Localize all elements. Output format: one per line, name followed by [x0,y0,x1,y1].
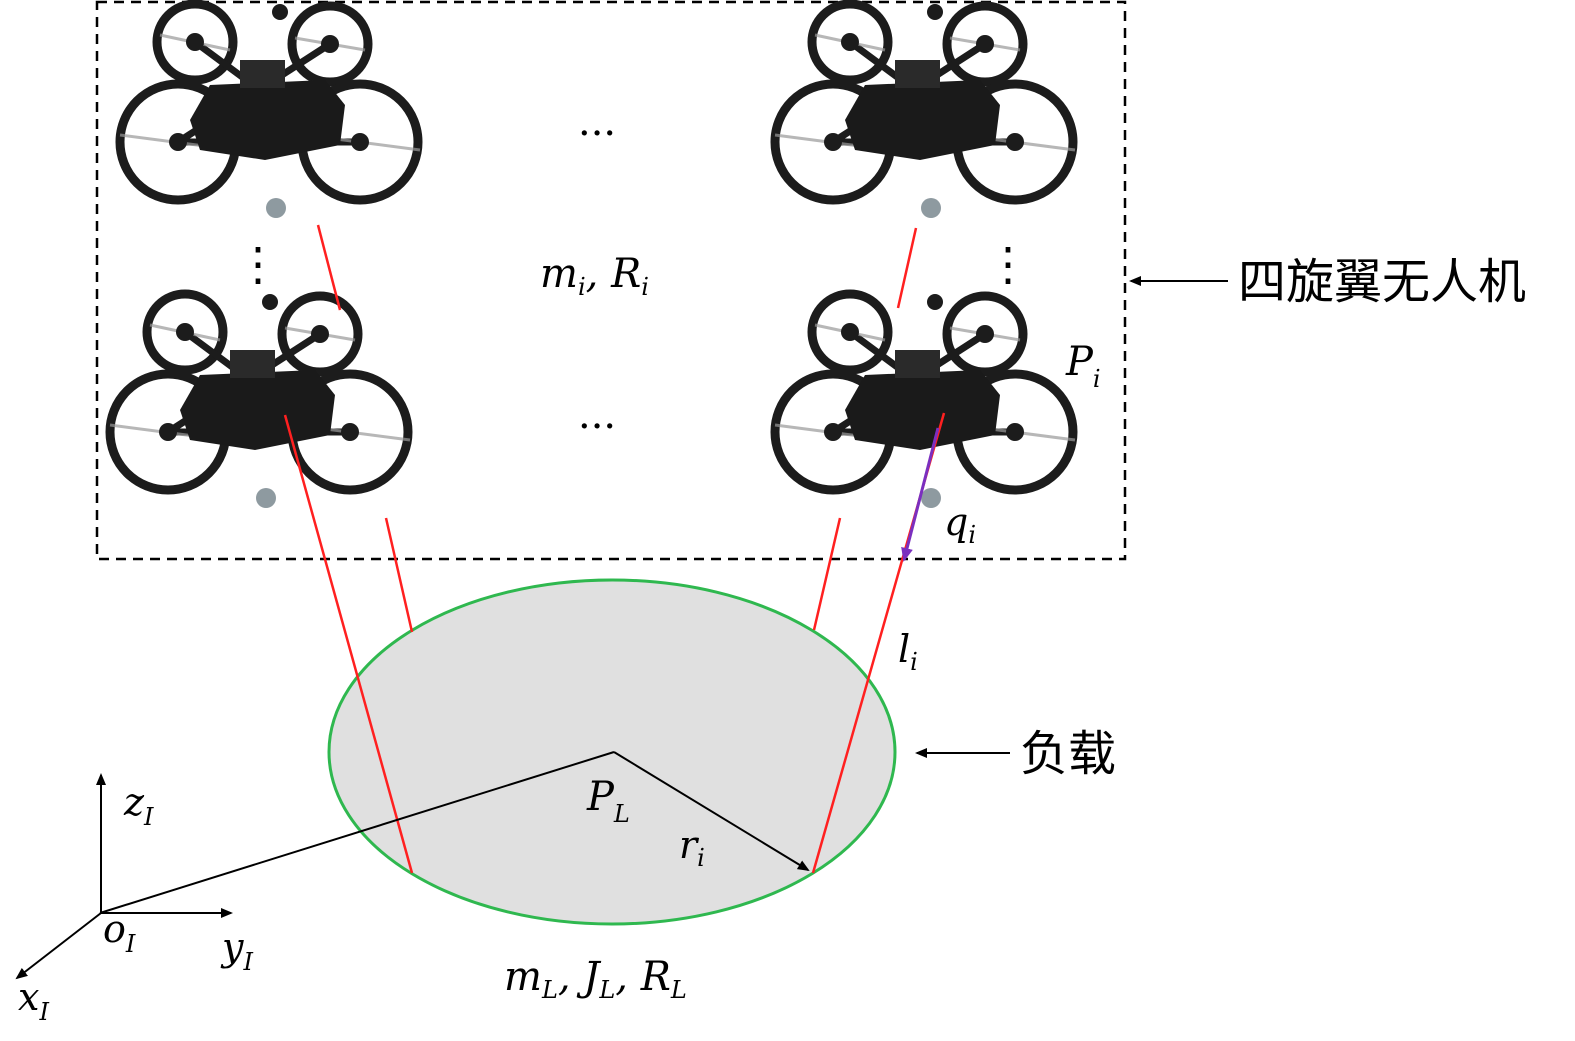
q-vector-arrow [901,427,940,562]
cable [384,517,414,633]
vertical-ellipsis: ⋮ [985,237,1031,291]
drone-params-label: mi, Ri [540,251,649,301]
drone-group-frame [95,0,1127,561]
payload-label: 负载 [1020,726,1116,782]
cable [812,517,842,631]
payload-position-label: PL [586,774,630,828]
origin-label: oI [103,907,136,958]
quadrotor-group-label: 四旋翼无人机 [1238,254,1526,310]
quadrotor-drone-icon [775,4,1075,218]
quadrotor-drone-icon [120,4,420,218]
r-vector-arrow [613,751,810,872]
payload-params-label: mL, JL, RL [504,954,687,1004]
y-axis-label: yI [220,925,253,976]
cable-direction-label: qi [944,500,976,549]
cable [316,224,342,311]
quadrotor-drone-icon [110,294,410,508]
drone-position-label: Pi [1065,339,1101,393]
x-axis-arrow [15,912,102,980]
z-axis-label: zI [123,780,154,831]
vertical-ellipsis: ⋮ [235,237,281,291]
horizontal-ellipsis: ··· [578,111,616,157]
x-axis-label: xI [18,975,49,1026]
cable-length-label: li [898,627,918,676]
attach-vector-label: ri [679,823,705,872]
cable [283,414,414,874]
payload-position-line [99,751,615,914]
cable [896,227,918,309]
horizontal-ellipsis: ··· [578,404,616,450]
